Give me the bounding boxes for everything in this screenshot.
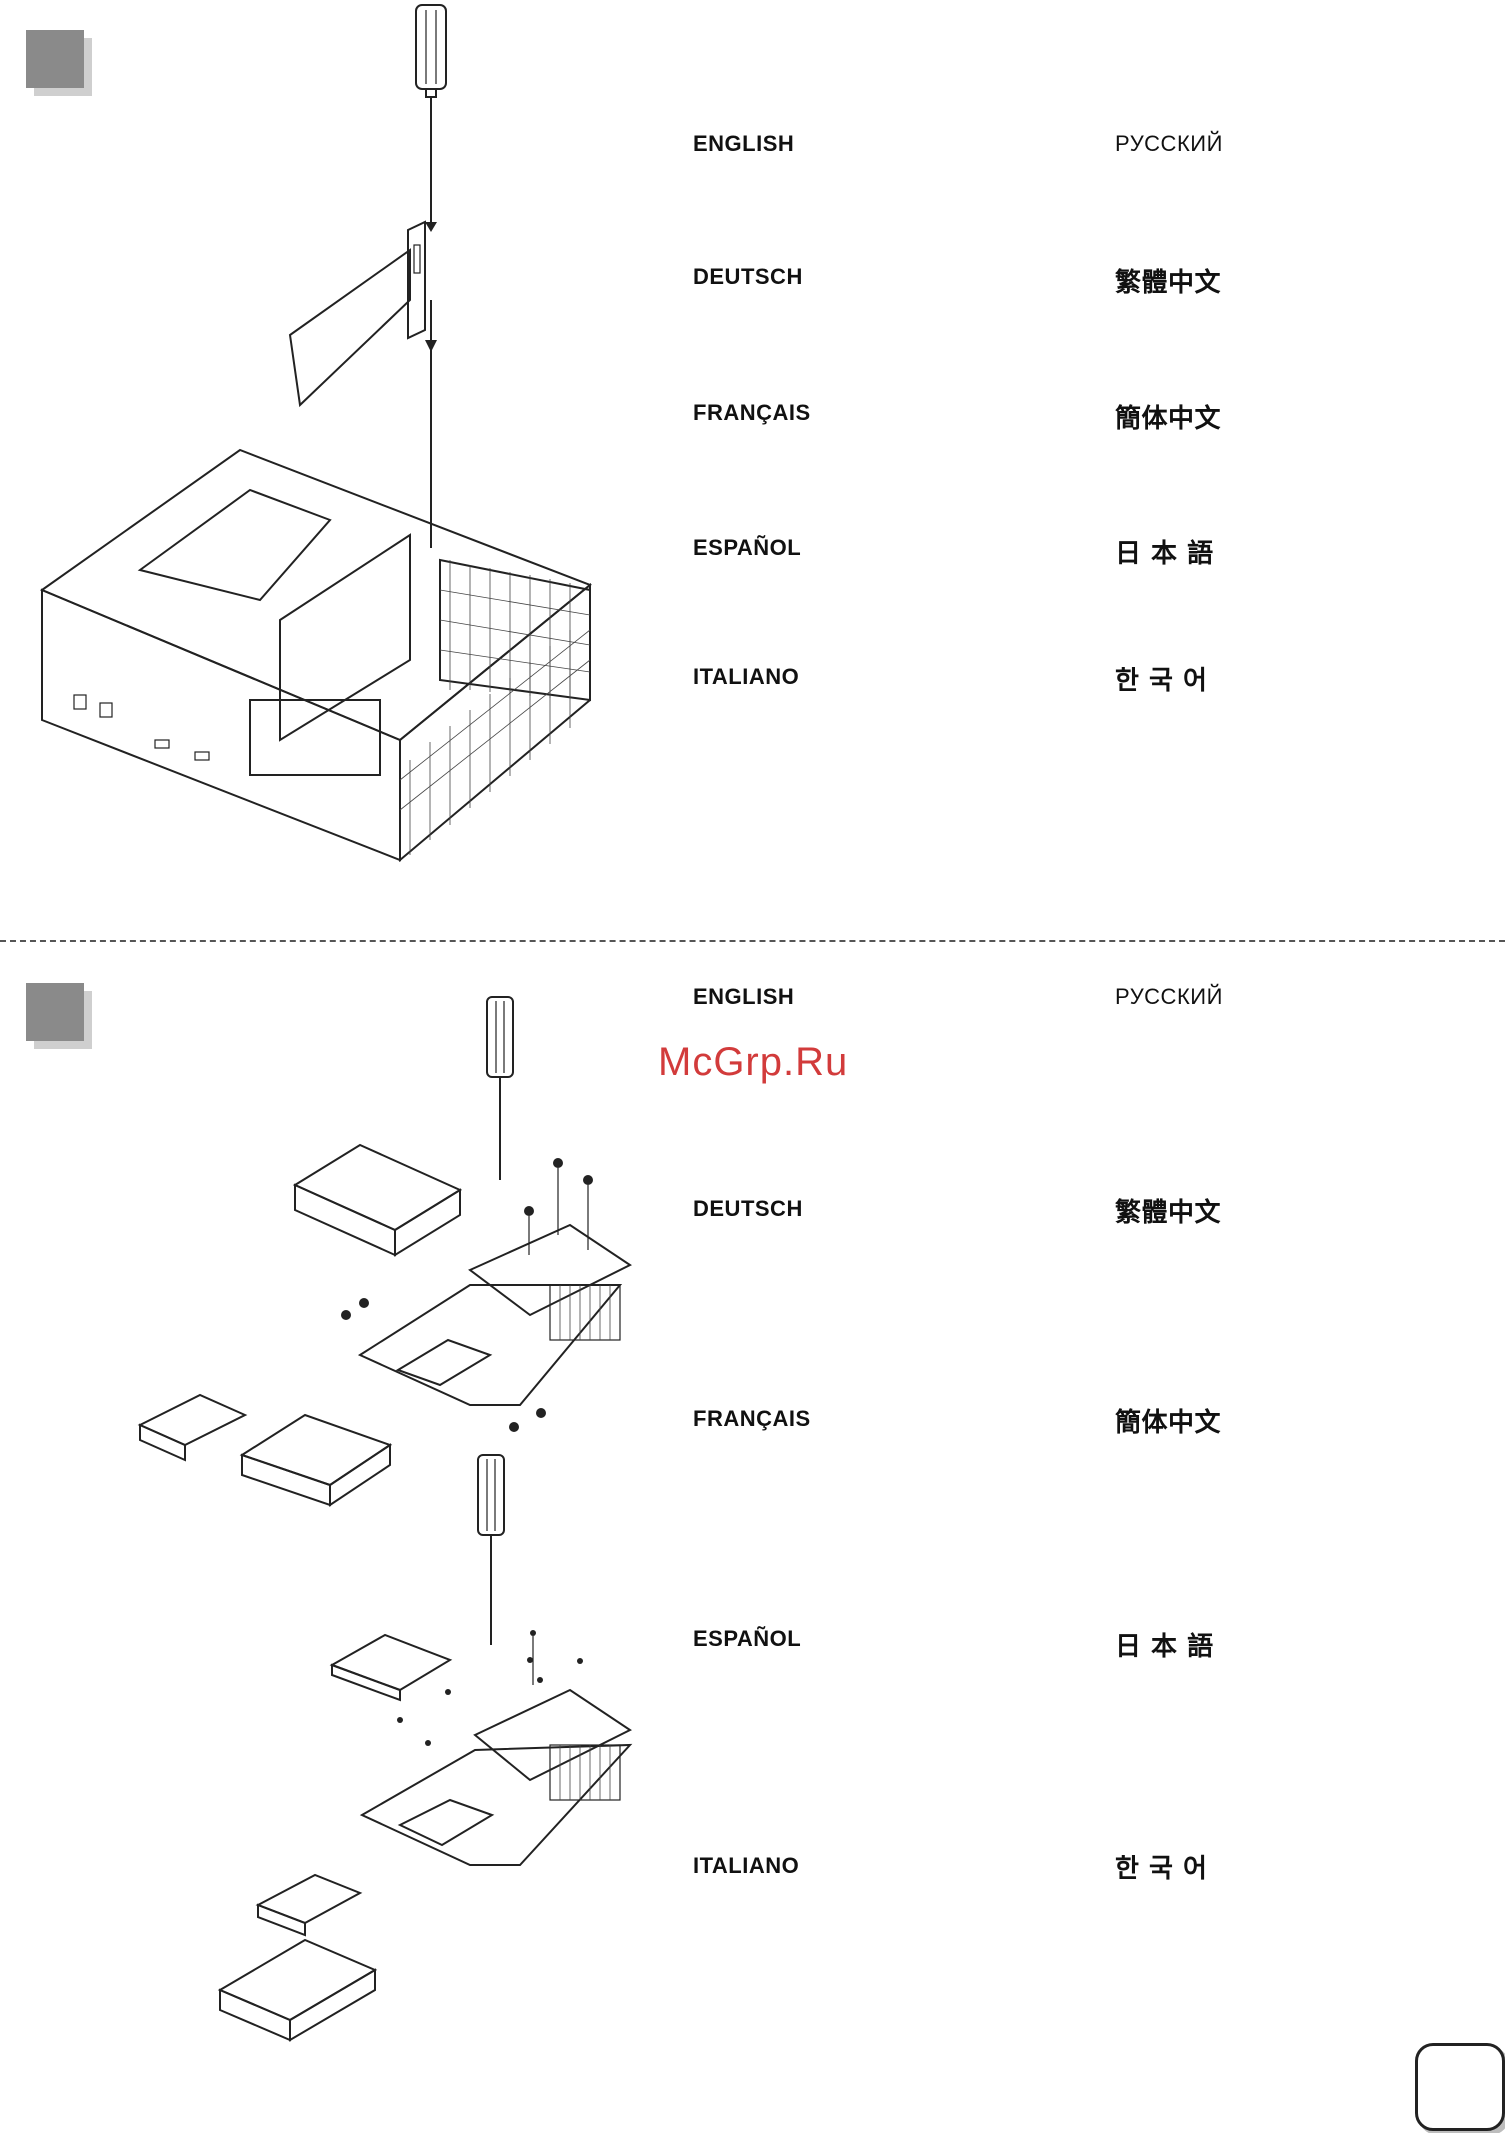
step2-lang-deutsch: DEUTSCH (693, 1196, 803, 1222)
step1-lang-deutsch: DEUTSCH (693, 264, 803, 290)
step2-lang-traditional-chinese: 繁體中文 (1115, 1192, 1221, 1229)
step2-lang-simplified-chinese: 簡体中文 (1115, 1402, 1221, 1439)
screwdriver-icon (478, 1455, 504, 1645)
step2-lang-italiano: ITALIANO (693, 1853, 799, 1879)
step2-lang-espanol: ESPAÑOL (693, 1626, 801, 1652)
step2-lang-francais: FRANÇAIS (693, 1406, 811, 1432)
hard-drive-icon (220, 1635, 450, 2040)
expansion-card-icon (290, 222, 437, 548)
drive-cage-icon (362, 1690, 630, 1865)
step1-lang-simplified-chinese: 簡体中文 (1115, 398, 1221, 435)
step2-lang-korean: 한 국 어 (1115, 1848, 1207, 1885)
step-1-illustration (30, 0, 630, 880)
hard-drive-icon (140, 1145, 460, 1505)
step1-lang-russian: РУССКИЙ (1115, 131, 1223, 157)
step1-lang-korean: 한 국 어 (1115, 660, 1207, 697)
section-divider (0, 940, 1505, 942)
step2-lang-russian: РУССКИЙ (1115, 984, 1223, 1010)
step2-lang-english: ENGLISH (693, 984, 794, 1010)
step1-lang-traditional-chinese: 繁體中文 (1115, 262, 1221, 299)
step1-lang-english: ENGLISH (693, 131, 794, 157)
screw-icon (341, 1158, 593, 1432)
step-2-box (26, 983, 84, 1041)
screwdriver-icon (416, 5, 446, 232)
watermark: McGrp.Ru (658, 1040, 848, 1085)
step1-lang-francais: FRANÇAIS (693, 400, 811, 426)
page-number-badge (1415, 2043, 1505, 2131)
step1-lang-italiano: ITALIANO (693, 664, 799, 690)
case-chassis-icon (42, 450, 590, 860)
step1-lang-espanol: ESPAÑOL (693, 535, 801, 561)
step1-lang-japanese: 日 本 語 (1115, 533, 1214, 570)
step2-lang-japanese: 日 本 語 (1115, 1626, 1214, 1663)
screwdriver-icon (487, 997, 513, 1180)
step-2-illustration (130, 985, 650, 2065)
